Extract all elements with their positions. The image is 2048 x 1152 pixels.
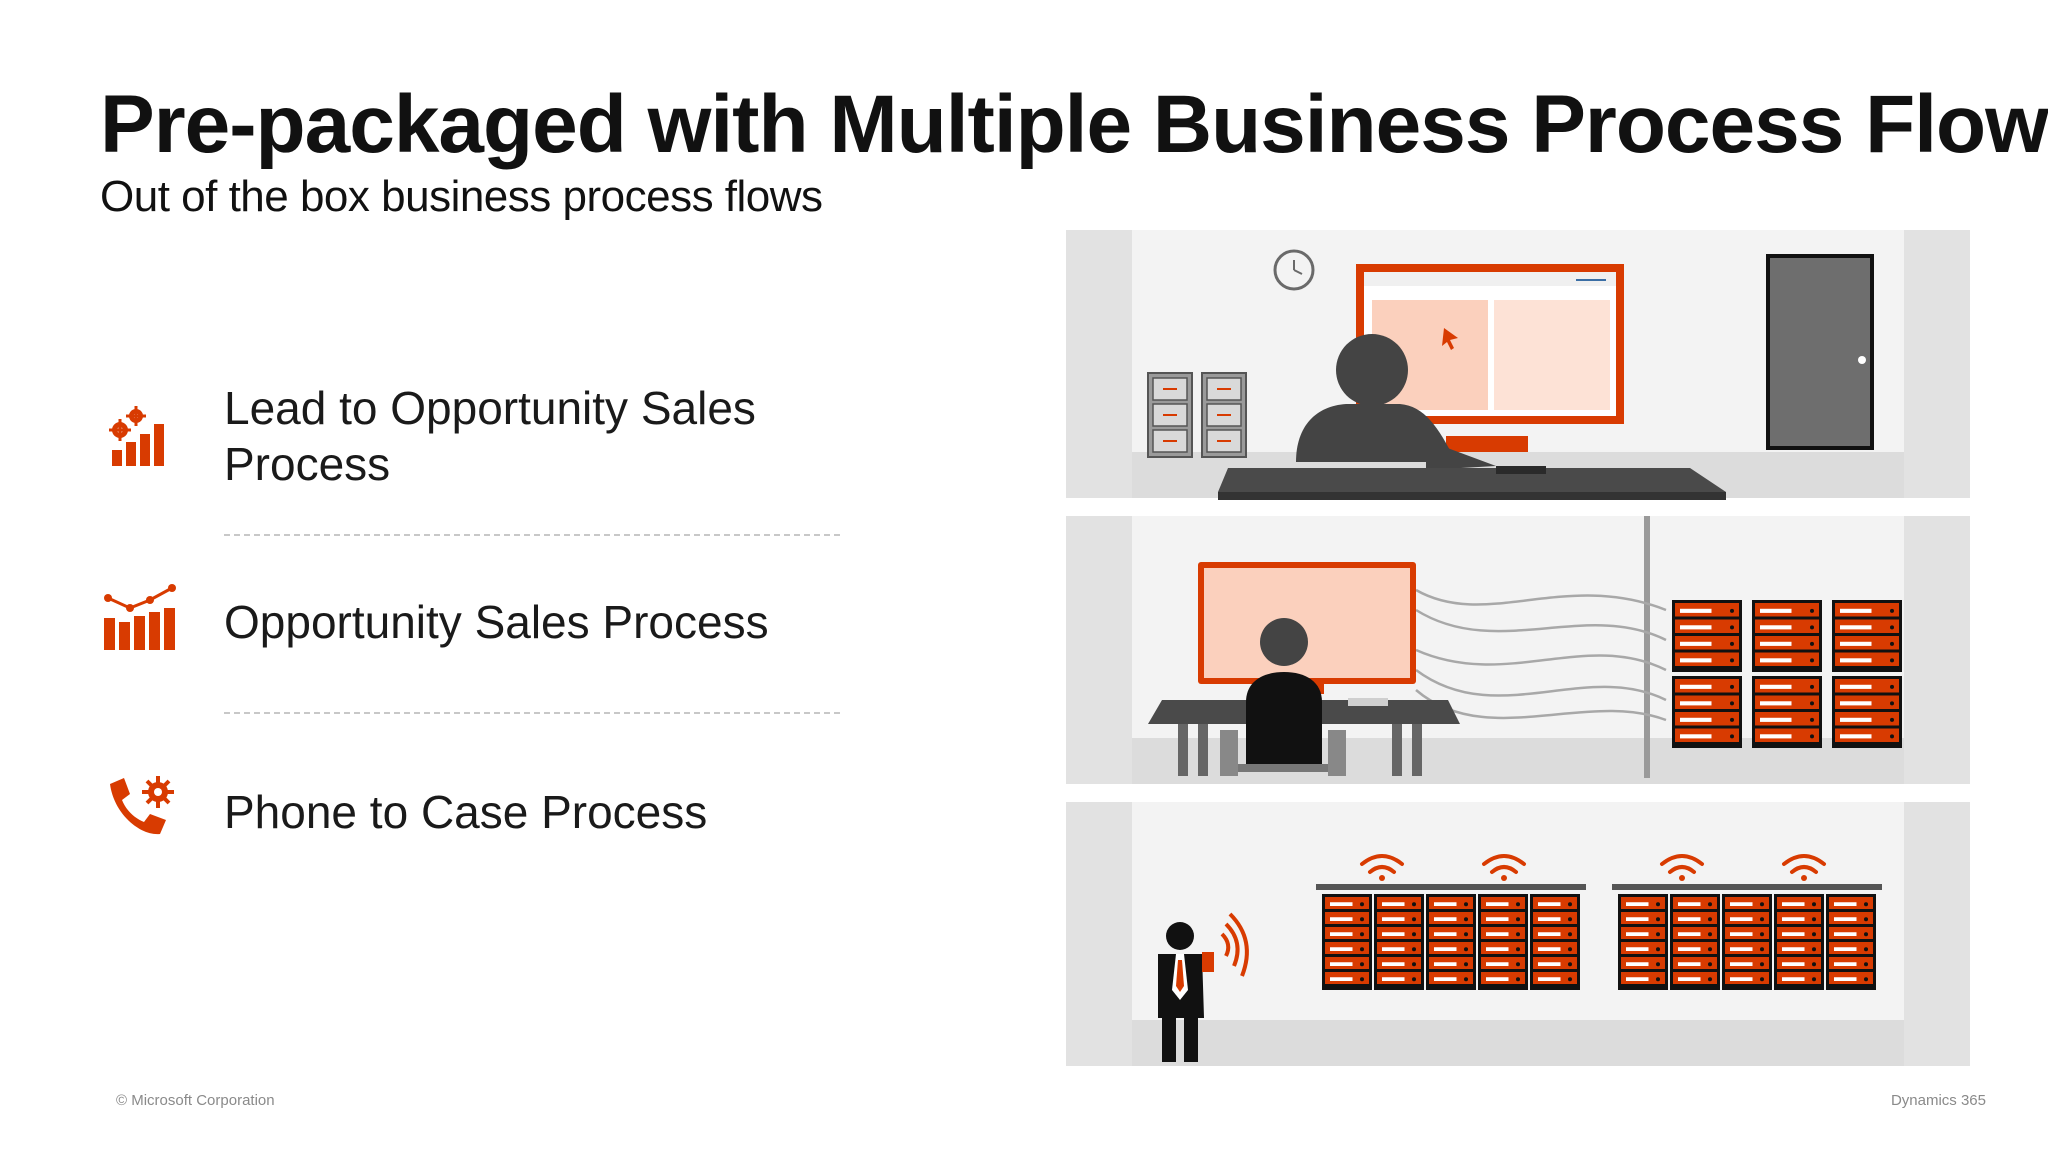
- server-rack-icon: [1722, 894, 1772, 990]
- datacenter-rack-row: [1316, 884, 1882, 990]
- footer-product: Dynamics 365: [1890, 1092, 1986, 1109]
- server-rack-icon: [1374, 894, 1424, 990]
- server-rack-icon: [1832, 676, 1902, 748]
- flow-divider: [224, 534, 840, 536]
- operations-monitor-icon: [1198, 562, 1416, 694]
- server-rack-icon: [1618, 894, 1668, 990]
- server-rack-icon: [1670, 894, 1720, 990]
- office-desk: [1218, 466, 1726, 500]
- server-rack-icon: [1826, 894, 1876, 990]
- flow-divider: [224, 712, 840, 714]
- server-rack-icon: [1322, 894, 1372, 990]
- server-racks: [1672, 600, 1902, 748]
- slide-title: Pre-packaged with Multiple Business Proc…: [100, 79, 2048, 170]
- office-worker-figure: [1296, 334, 1496, 470]
- footer-copyright: © Microsoft Corporation: [116, 1092, 275, 1109]
- flow-label-phone-to-case: Phone to Case Process: [224, 786, 708, 838]
- wall-clock-icon: [1273, 249, 1315, 291]
- server-rack-icon: [1752, 676, 1822, 748]
- flow-label-lead-to-opportunity: Lead to Opportunity Sales Process: [224, 380, 844, 492]
- office-datacenter-illustration: [1066, 230, 1970, 1066]
- flow-label-line-1: Lead to Opportunity Sales: [224, 382, 756, 434]
- server-rack-icon: [1774, 894, 1824, 990]
- server-rack-icon: [1832, 600, 1902, 672]
- wifi-icon: [1360, 854, 1826, 881]
- server-rack-icon: [1672, 600, 1742, 672]
- server-rack-icon: [1426, 894, 1476, 990]
- phone-gear-icon: [110, 776, 174, 835]
- slide-subtitle: Out of the box business process flows: [100, 172, 823, 221]
- businessman-phone-figure: [1158, 912, 1249, 1062]
- flow-label-opportunity-sales: Opportunity Sales Process: [224, 596, 769, 648]
- server-rack-icon: [1752, 600, 1822, 672]
- door-icon: [1766, 254, 1874, 450]
- server-rack-icon: [1478, 894, 1528, 990]
- operator-figure: [1220, 618, 1346, 776]
- trending-bar-chart-icon: [104, 584, 176, 650]
- gears-bar-chart-icon: [109, 406, 164, 466]
- server-rack-icon: [1530, 894, 1580, 990]
- filing-cabinet-icon: [1147, 372, 1247, 458]
- server-rack-icon: [1672, 676, 1742, 748]
- flow-label-line-2: Process: [224, 438, 391, 490]
